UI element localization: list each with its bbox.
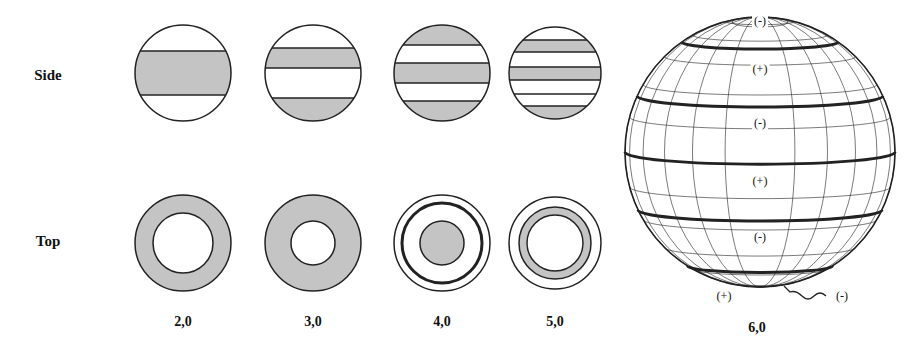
top-view-3-0 [265,195,361,291]
sign-label: (-) [834,290,850,303]
mode-number: 6,0 [748,320,766,335]
view-label: Top [36,233,60,250]
sphere-outline [625,17,895,287]
mode-number: 4,0 [433,314,451,329]
sign-label: (+) [751,63,770,76]
nodal-line [637,96,883,107]
meridian-line [630,17,891,287]
latitude-line [625,152,895,164]
top-view-2-0 [135,195,231,291]
view-label: Side [34,67,62,84]
sphere-6-0 [625,17,895,287]
side-view-3-0 [260,48,370,128]
meridian-line [725,17,795,287]
sign-label: (-) [752,231,768,244]
side-view-5-0 [505,40,605,126]
meridian-line [643,17,877,287]
side-view-4-0 [390,20,500,126]
sign-label: (-) [752,15,768,28]
latitude-line [693,35,828,41]
latitude-line [665,247,856,256]
sign-label: (+) [751,175,770,188]
meridian-line [693,17,828,287]
mode-number: 2,0 [174,314,192,329]
meridian-line [625,17,895,287]
latitude-line [643,85,877,96]
nodal-line [688,266,833,273]
nodal-line [625,152,895,164]
top-view-5-0 [509,197,601,289]
meridian-line [665,17,856,287]
sign-label: (-) [752,117,768,130]
leader-line [784,286,826,299]
top-view-4-0 [394,195,490,291]
sign-label: (+) [715,290,734,303]
nodal-line [638,210,882,221]
nodal-line [682,42,839,49]
mode-number: 5,0 [546,314,564,329]
latitude-line [630,187,891,199]
side-view-2-0 [130,51,240,95]
latitude-line [725,282,795,285]
mode-number: 3,0 [304,314,322,329]
